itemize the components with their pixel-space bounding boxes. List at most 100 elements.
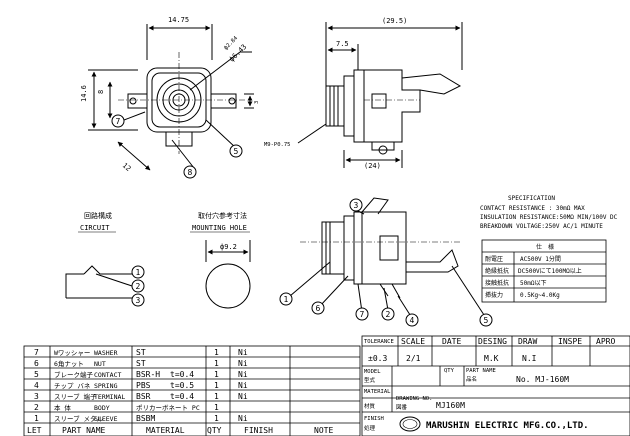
circuit-terminal-3: 3: [136, 296, 141, 305]
part-jp-1: スリーブ メタル: [54, 414, 104, 423]
parts-header-part-name: PART NAME: [62, 426, 106, 435]
spec-line-2: INSULATION RESISTANCE:50MΩ MIN/100V DC: [480, 214, 618, 221]
part-finish-1: Ni: [238, 414, 248, 423]
tb-tolerance-label: TOLERANCE: [364, 339, 394, 345]
tb-desing-value: M.K: [484, 354, 499, 363]
part-qty-1: 1: [214, 414, 219, 423]
part-material-6: ST: [136, 359, 146, 368]
front-width-dim: 14.75: [168, 16, 189, 24]
spec-title: SPECIFICATION: [508, 195, 555, 202]
spec-table-header: 仕 様: [536, 243, 554, 251]
part-thick-3: t=0.4: [170, 392, 194, 401]
spec-line-1: CONTACT RESISTANCE : 30mΩ MAX: [480, 205, 585, 212]
side-dim-24: (24): [364, 162, 381, 170]
exploded-balloon-1: 1: [284, 295, 289, 304]
part-finish-3: Ni: [238, 392, 248, 401]
tb-scale-label: SCALE: [401, 337, 425, 346]
part-thick-4: t=0.5: [170, 381, 194, 390]
part-let-7: 7: [34, 348, 39, 357]
part-finish-6: Ni: [238, 359, 248, 368]
front-height-dim: 14.6: [80, 85, 88, 102]
tb-finish-label: FINISH: [364, 416, 384, 422]
mounting-title-en: MOUNTING HOLE: [192, 224, 247, 232]
tb-date-label: DATE: [442, 337, 461, 346]
tb-model-label: MODEL: [364, 369, 381, 375]
parts-header-let: LET: [27, 426, 42, 435]
part-material-3: BSR: [136, 392, 151, 401]
part-let-4: 4: [34, 381, 39, 390]
tb-company: MARUSHIN ELECTRIC MFG.CO.,LTD.: [426, 421, 589, 431]
tb-tolerance-value: ±0.3: [368, 354, 387, 363]
tb-drawing-no-label: DRAWING NO.: [396, 396, 432, 402]
exploded-balloon-6: 6: [316, 304, 321, 313]
spec-row-1-label: 耐電圧: [485, 255, 503, 263]
part-jp-3: スリーブ 端子: [54, 392, 97, 401]
part-name-7: WASHER: [94, 349, 118, 357]
side-overall-dim: (29.5): [382, 17, 407, 25]
spec-row-2-label: 絶縁抵抗: [485, 267, 509, 275]
part-qty-3: 1: [214, 392, 219, 401]
front-dim-8: 8: [97, 90, 105, 94]
part-finish-5: Ni: [238, 370, 248, 379]
part-qty-5: 1: [214, 370, 219, 379]
circuit-diagram: [65, 265, 133, 299]
exploded-balloon-3: 3: [354, 201, 359, 210]
part-finish-7: Ni: [238, 348, 248, 357]
spec-row-3-label: 接触抵抗: [485, 279, 509, 287]
tb-drawing-no-jp: 図番: [396, 404, 408, 411]
front-balloons: 7 8 5: [111, 114, 243, 179]
parts-header-material: MATERIAL: [146, 426, 185, 435]
balloon-7-front: 7: [116, 117, 121, 126]
tb-model-jp: 型式: [364, 376, 376, 384]
part-material-2: ポリカーボネート PC: [136, 404, 200, 412]
circuit-title-jp: 回路構成: [84, 211, 112, 220]
tb-material-jp: 材質: [364, 402, 376, 410]
side-dim-7-5: 7.5: [336, 40, 349, 48]
spec-row-4-value: 0.5Kg~4.0Kg: [520, 292, 560, 299]
exploded-balloon-2: 2: [386, 310, 391, 319]
company-logo: [399, 416, 421, 432]
circuit-terminals: 1 2 3: [131, 265, 145, 307]
side-view: [297, 22, 463, 168]
mounting-dia: ф9.2: [220, 243, 237, 251]
part-qty-6: 1: [214, 359, 219, 368]
spec-table: [481, 239, 607, 303]
spec-row-4-label: 挿抜力: [485, 291, 503, 299]
side-thread: M9-P0.75: [264, 142, 291, 148]
tb-qty-label: QTY: [444, 368, 455, 374]
tb-scale-value: 2/1: [406, 354, 421, 363]
part-qty-2: 1: [214, 403, 219, 412]
exploded-balloon-7: 7: [360, 310, 365, 319]
mounting-hole-diagram: [205, 240, 251, 309]
tb-material-label: MATERIAL: [364, 389, 391, 395]
mounting-title-jp: 取付穴参考寸法: [198, 211, 247, 220]
tb-part-no: No. MJ-160M: [516, 375, 569, 384]
spec-row-2-value: DC500Vにて100MΩ以上: [518, 267, 582, 275]
circuit-terminal-2: 2: [136, 282, 141, 291]
part-jp-2: 本 体: [54, 403, 71, 412]
balloon-5-front: 5: [234, 147, 239, 156]
exploded-balloon-4: 4: [410, 316, 415, 325]
tb-finish-jp: 処理: [364, 424, 376, 432]
tb-apro-label: APRO: [596, 337, 615, 346]
parts-header-note: NOTE: [314, 426, 333, 435]
front-view: [88, 24, 254, 171]
title-block-grid: [361, 335, 630, 436]
part-thick-5: t=0.4: [170, 370, 194, 379]
part-finish-4: Ni: [238, 381, 248, 390]
circuit-title-en: CIRCUIT: [80, 224, 110, 232]
part-name-2: BODY: [94, 404, 110, 412]
spec-row-1-value: AC500V 1分間: [520, 255, 561, 263]
part-qty-4: 1: [214, 381, 219, 390]
part-jp-4: チップ バネ: [54, 382, 91, 390]
part-name-3: TERMINAL: [94, 393, 125, 401]
parts-list-grid: [23, 345, 361, 436]
parts-list-rows: 7 Wワッシャー WASHER ST 1 Ni 6 6角ナット NUT ST 1…: [27, 348, 333, 435]
part-jp-5: ブレーク端子: [54, 370, 94, 379]
part-name-4: SPRING: [94, 382, 118, 390]
part-material-7: ST: [136, 348, 146, 357]
part-name-6: NUT: [94, 360, 106, 368]
tb-draw-value: N.I: [522, 354, 537, 363]
tb-draw-label: DRAW: [518, 337, 537, 346]
